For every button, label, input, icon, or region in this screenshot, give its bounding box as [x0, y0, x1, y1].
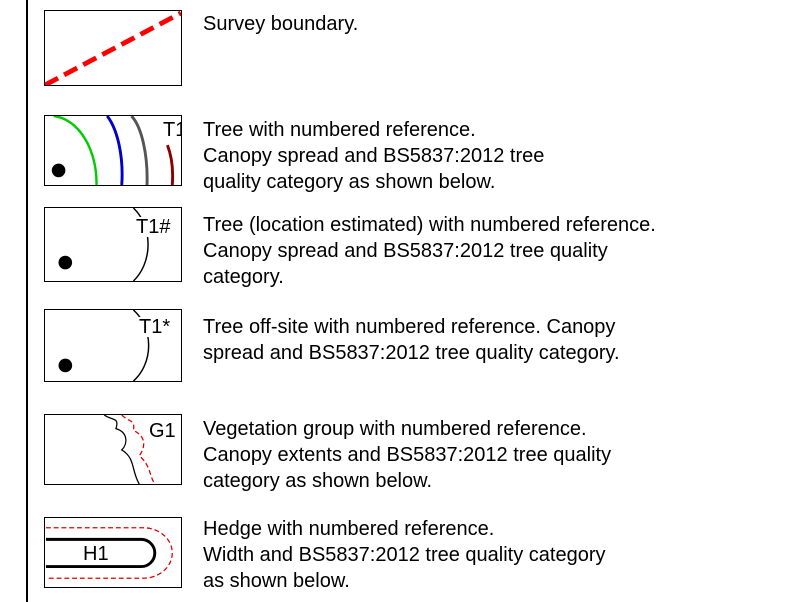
vegetation-group-description: Vegetation group with numbered reference…: [203, 418, 612, 492]
tree-description: Tree with numbered reference. Canopy spr…: [203, 119, 545, 193]
canopy-arc-category-c: [130, 116, 149, 185]
tree-estimated-tag: T1#: [136, 216, 171, 238]
hedge-tag: H1: [83, 543, 109, 565]
canopy-arc-category-b: [106, 116, 124, 185]
canopy-arc-category-a: [53, 116, 98, 185]
tree-offsite-tag: T1*: [139, 316, 171, 338]
tree-trunk-dot: [58, 255, 73, 270]
vegetation-group-symbol: G1: [44, 414, 182, 485]
tree-estimated-description: Tree (location estimated) with numbered …: [203, 214, 656, 288]
tree-tag: T1: [163, 120, 181, 140]
tree-estimated-symbol: T1#: [44, 207, 182, 282]
tree-trunk-dot: [51, 163, 66, 178]
tree-offsite-symbol: T1*: [44, 309, 182, 382]
canopy-arc: [132, 208, 149, 281]
hedge-outline: [45, 537, 157, 569]
hedge-width-dashed: [45, 527, 173, 579]
hedge-description: Hedge with numbered reference. Width and…: [203, 518, 606, 592]
survey-boundary-description: Survey boundary.: [203, 13, 359, 35]
canopy-arc: [132, 310, 150, 381]
tree-trunk-dot: [58, 358, 73, 373]
canopy-arc-category-u: [166, 144, 175, 185]
legend-left-rule: [26, 0, 28, 602]
vegetation-group-tag: G1: [149, 420, 176, 442]
group-canopy-outline: [103, 415, 140, 484]
tree-offsite-description: Tree off-site with numbered reference. C…: [203, 316, 620, 364]
group-extent-dashed: [121, 415, 156, 484]
survey-boundary-symbol: [44, 10, 182, 86]
hedge-symbol: H1: [44, 517, 182, 588]
survey-boundary-line: [45, 11, 181, 85]
tree-symbol: T1: [44, 115, 182, 186]
